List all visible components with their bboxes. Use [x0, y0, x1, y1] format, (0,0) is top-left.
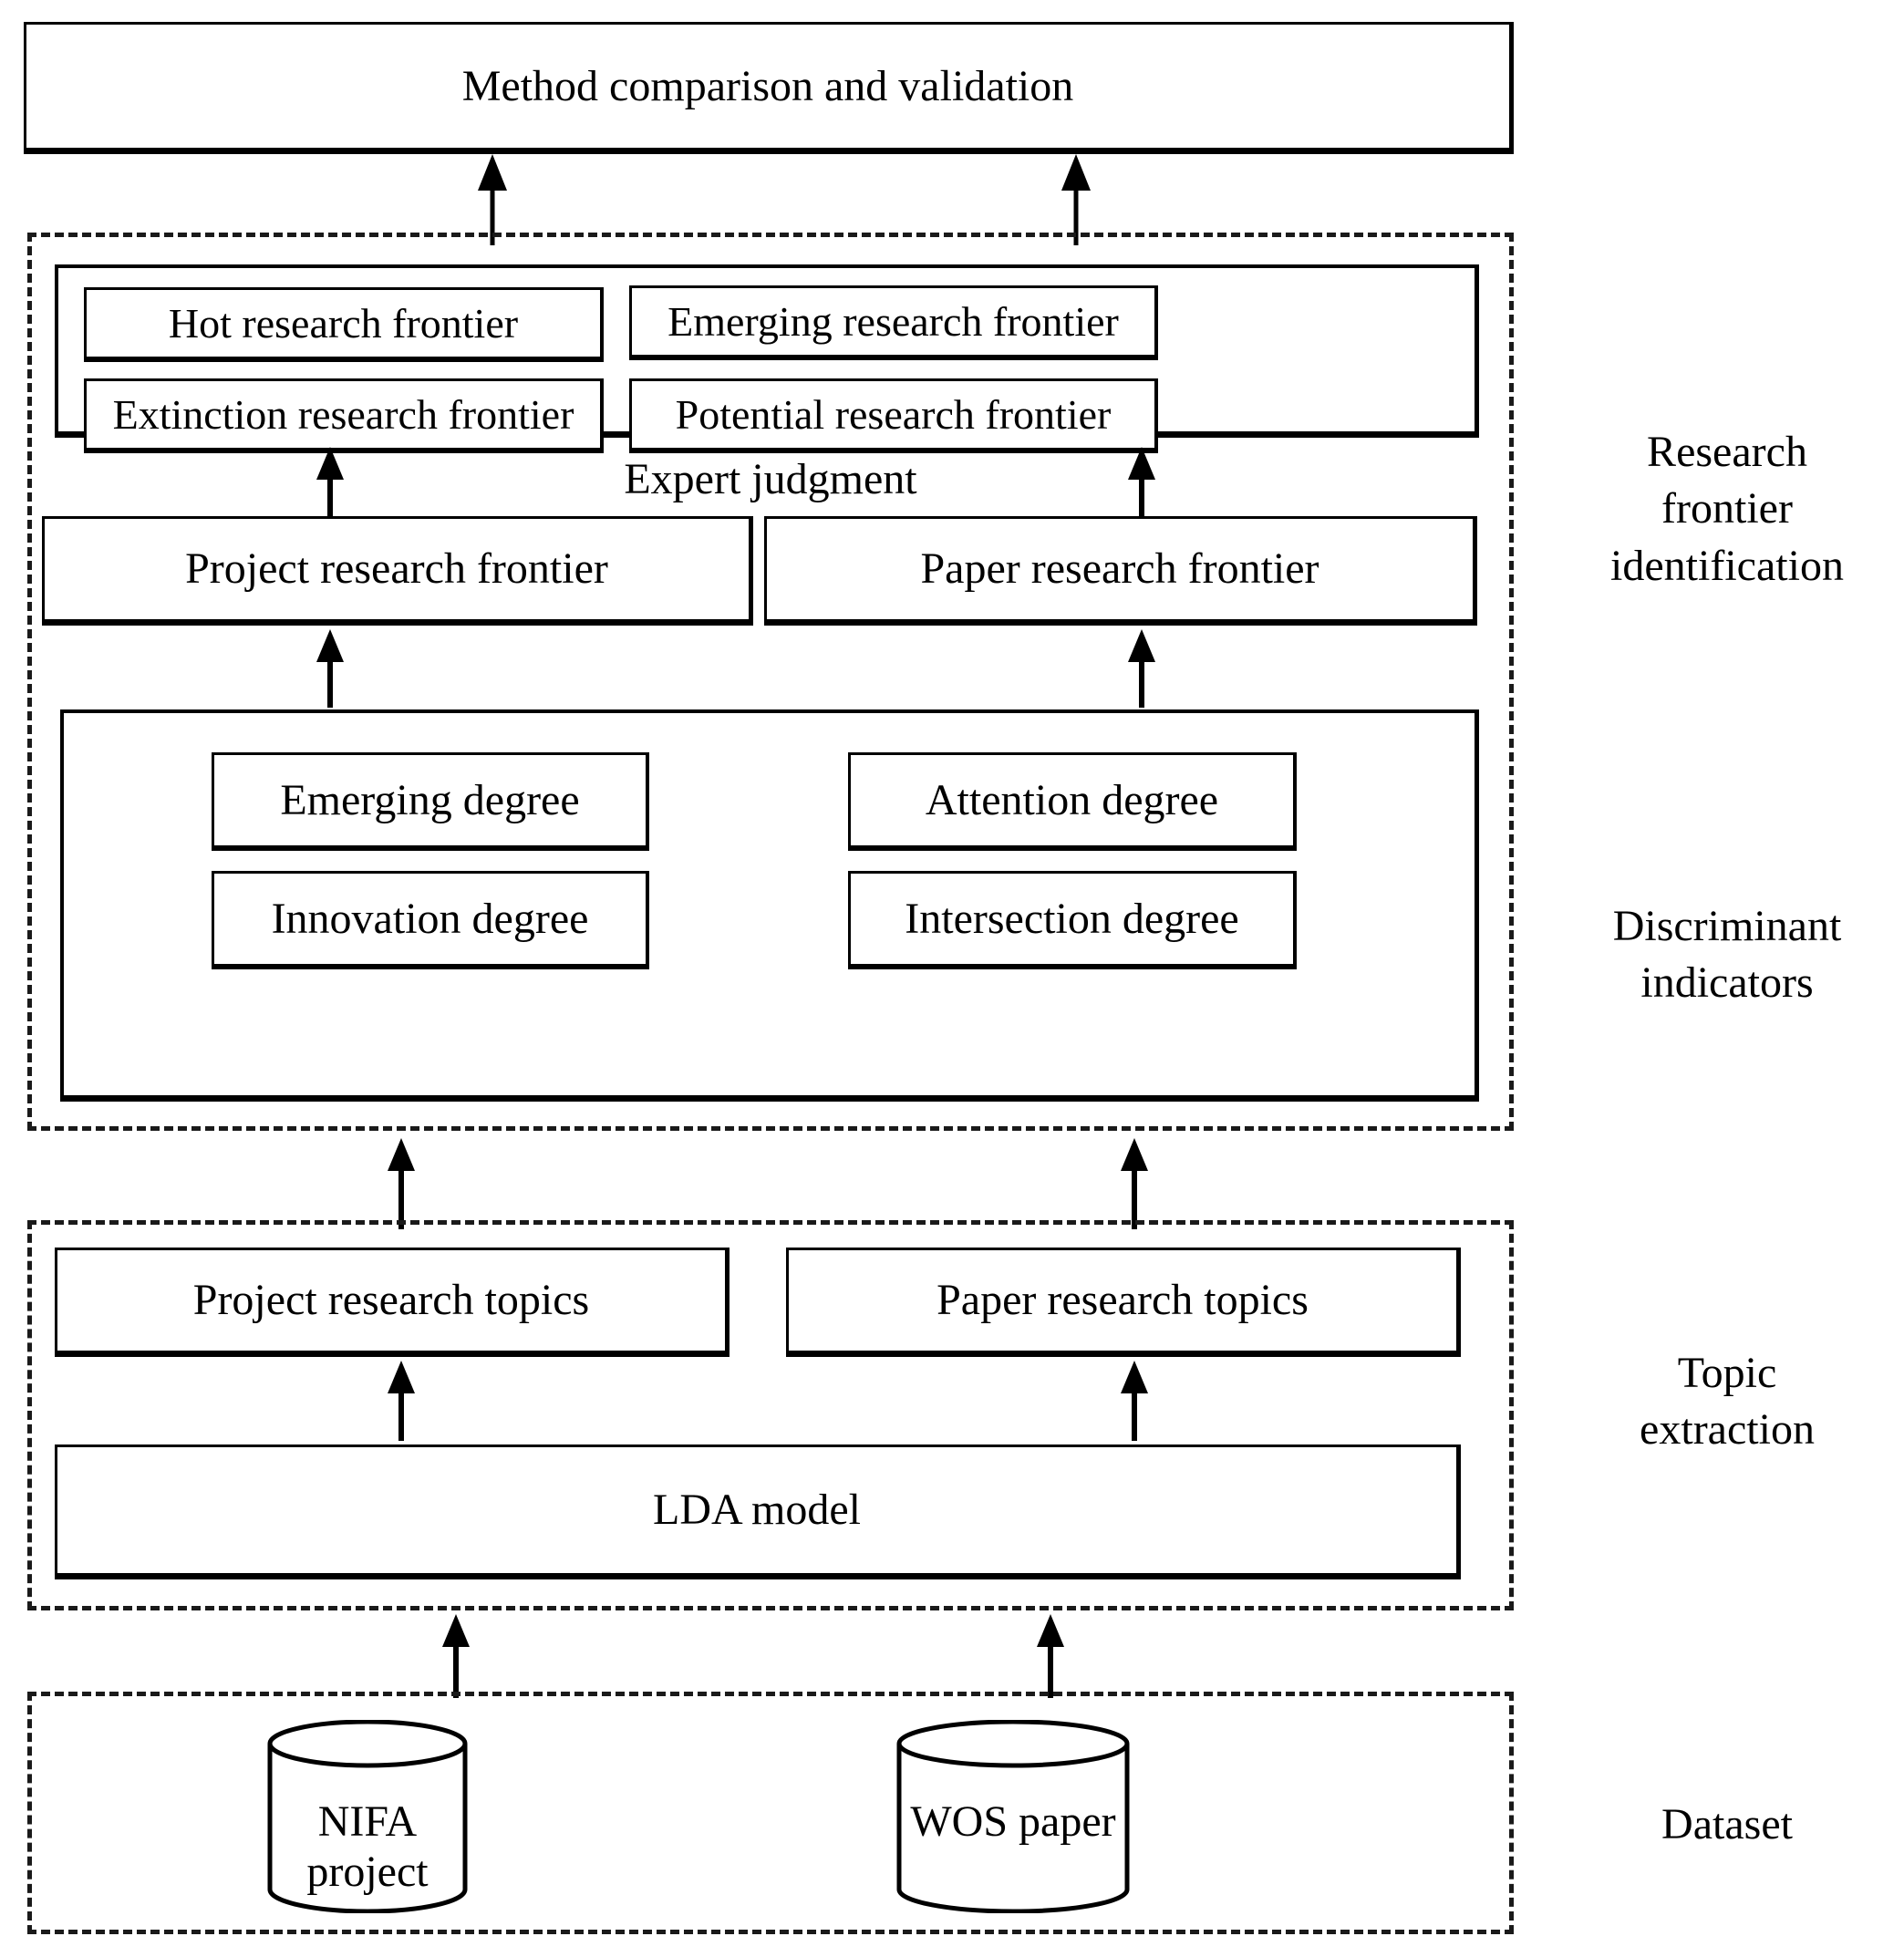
arrow-lda-to-project-topics — [388, 1361, 415, 1441]
side-label-discriminant-indicators: Discriminant indicators — [1550, 898, 1904, 1012]
hot-research-frontier-box[interactable]: Hot research frontier — [84, 287, 604, 362]
paper-research-topics-label: Paper research topics — [936, 1276, 1309, 1325]
project-research-topics-label: Project research topics — [192, 1276, 590, 1325]
extinction-research-frontier-label: Extinction research frontier — [112, 390, 574, 438]
side-label-line: indicators — [1640, 958, 1814, 1008]
nifa-project-label: NIFA project — [306, 1797, 429, 1896]
topic-extraction-region — [27, 1220, 1514, 1610]
arrow-paper-frontier-to-types — [1128, 447, 1155, 518]
side-label-line: extraction — [1640, 1405, 1815, 1455]
dataset-region — [27, 1692, 1514, 1934]
nifa-project-cylinder[interactable]: NIFA project — [266, 1720, 469, 1913]
potential-research-frontier-box[interactable]: Potential research frontier — [629, 378, 1158, 453]
wos-paper-label: WOS paper — [910, 1797, 1116, 1846]
arrow-indicators-to-paper-frontier — [1128, 629, 1155, 708]
lda-model-box[interactable]: LDA model — [55, 1444, 1461, 1579]
attention-degree-label: Attention degree — [925, 775, 1219, 824]
database-cylinder-icon — [896, 1720, 1130, 1913]
database-cylinder-icon — [267, 1720, 468, 1913]
arrow-indicators-to-project-frontier — [316, 629, 344, 708]
intersection-degree-box[interactable]: Intersection degree — [848, 871, 1297, 969]
project-research-frontier-label: Project research frontier — [185, 544, 608, 594]
arrow-dataset-to-lda-left — [442, 1614, 470, 1698]
emerging-degree-box[interactable]: Emerging degree — [212, 752, 649, 851]
side-label-dataset: Dataset — [1550, 1797, 1904, 1853]
arrow-topics-to-indicators-left — [388, 1138, 415, 1229]
side-label-line: frontier — [1661, 484, 1793, 533]
side-label-topic-extraction: Topic extraction — [1550, 1345, 1904, 1459]
method-comparison-label: Method comparison and validation — [461, 61, 1074, 110]
side-label-research-frontier-identification: Research frontier identification — [1550, 424, 1904, 595]
arrow-topics-to-indicators-right — [1121, 1138, 1148, 1229]
method-comparison-box[interactable]: Method comparison and validation — [24, 22, 1514, 154]
side-label-line: Research — [1647, 428, 1807, 476]
attention-degree-box[interactable]: Attention degree — [848, 752, 1297, 851]
lda-model-label: LDA model — [653, 1486, 861, 1535]
arrow-lda-to-paper-topics — [1121, 1361, 1148, 1441]
paper-research-frontier-box[interactable]: Paper research frontier — [764, 516, 1477, 626]
emerging-research-frontier-box[interactable]: Emerging research frontier — [629, 285, 1158, 360]
arrow-dataset-to-lda-right — [1037, 1614, 1064, 1698]
arrow-to-method-comparison-left — [478, 154, 507, 245]
wos-paper-cylinder[interactable]: WOS paper — [895, 1720, 1131, 1913]
side-label-line: Dataset — [1661, 1800, 1793, 1848]
potential-research-frontier-label: Potential research frontier — [675, 390, 1112, 438]
emerging-degree-label: Emerging degree — [280, 775, 580, 824]
arrow-project-frontier-to-types — [316, 447, 344, 518]
side-label-line: Discriminant — [1612, 902, 1842, 950]
innovation-degree-label: Innovation degree — [271, 894, 589, 943]
arrow-to-method-comparison-right — [1061, 154, 1091, 245]
project-research-frontier-box[interactable]: Project research frontier — [42, 516, 753, 626]
intersection-degree-label: Intersection degree — [905, 894, 1239, 943]
innovation-degree-box[interactable]: Innovation degree — [212, 871, 649, 969]
paper-research-topics-box[interactable]: Paper research topics — [786, 1248, 1461, 1357]
hot-research-frontier-label: Hot research frontier — [168, 299, 519, 347]
side-label-line: Topic — [1677, 1349, 1777, 1397]
extinction-research-frontier-box[interactable]: Extinction research frontier — [84, 378, 604, 453]
emerging-research-frontier-label: Emerging research frontier — [667, 297, 1119, 345]
research-frontier-identification-region — [27, 233, 1514, 1131]
expert-judgment-label: Expert judgment — [624, 455, 917, 503]
project-research-topics-box[interactable]: Project research topics — [55, 1248, 730, 1357]
side-label-line: identification — [1610, 541, 1844, 590]
paper-research-frontier-label: Paper research frontier — [920, 544, 1319, 594]
